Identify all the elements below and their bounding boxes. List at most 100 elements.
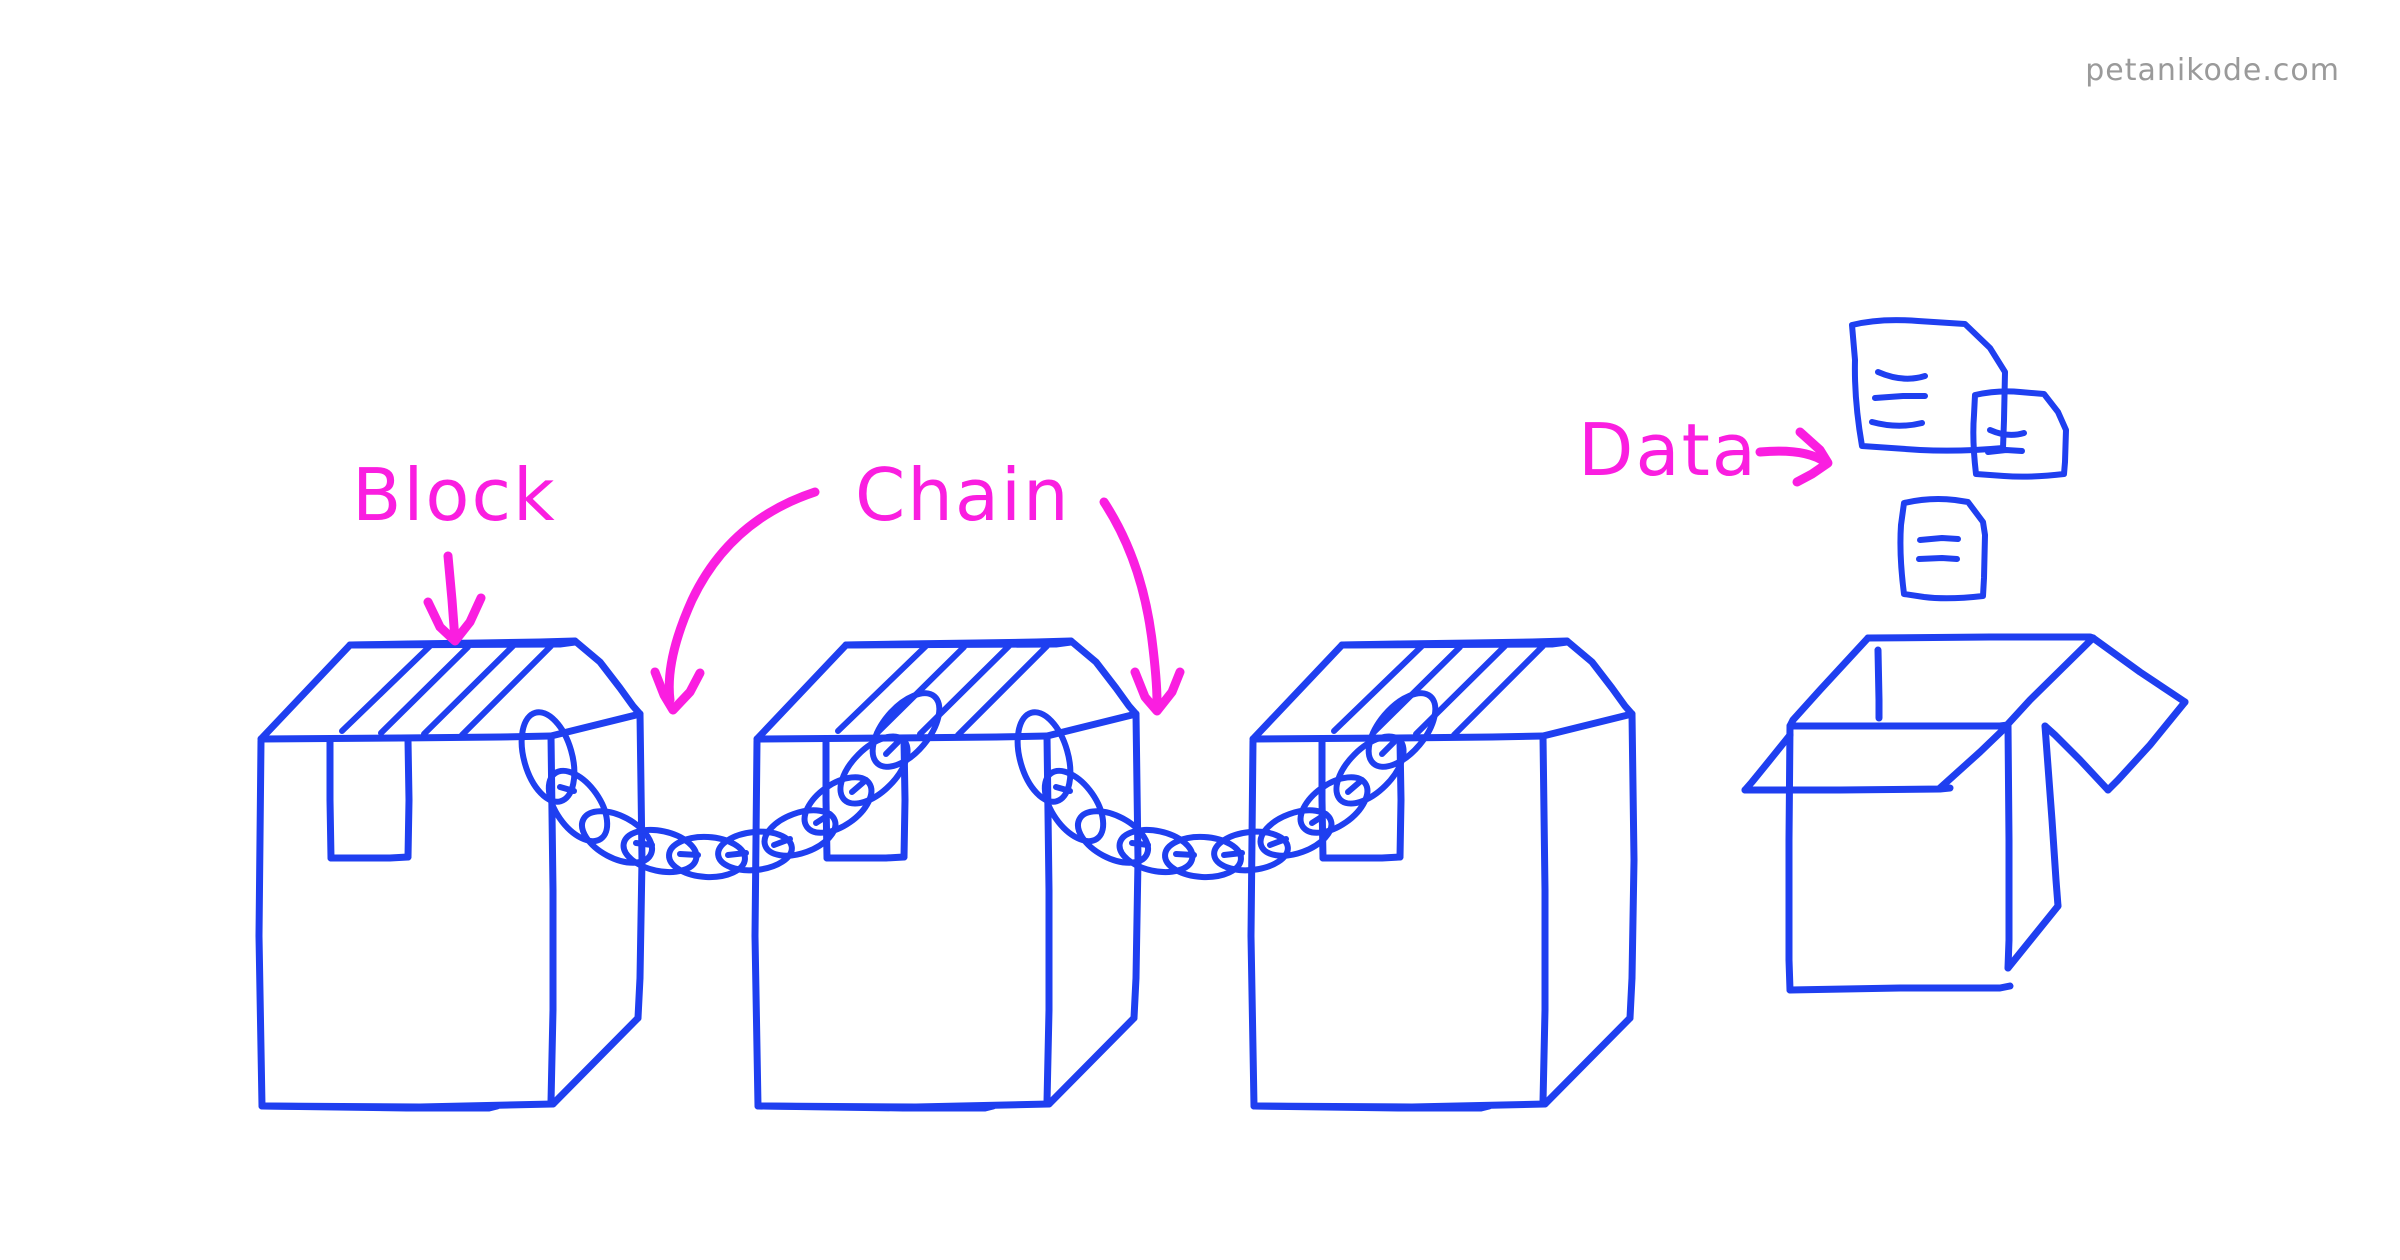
document2-line-2 bbox=[1985, 447, 2025, 455]
block-box-2 bbox=[751, 637, 1142, 1112]
chain1-joint-4 bbox=[725, 850, 749, 858]
box3-tape-strip-1a bbox=[1331, 643, 1425, 734]
openbox-side-right-edge bbox=[2041, 722, 2062, 910]
chain2-joint-7 bbox=[1345, 777, 1365, 795]
open-box bbox=[1741, 633, 2189, 994]
chain2-link-8 bbox=[1297, 774, 1371, 836]
chain1-link-7 bbox=[761, 807, 839, 859]
box2-tape-strip-1a bbox=[835, 643, 929, 734]
document1-line-2 bbox=[1872, 393, 1928, 401]
data-arrow-head bbox=[1792, 427, 1833, 487]
openbox-rflap-inner bbox=[2041, 722, 2112, 794]
box2-front-top bbox=[753, 732, 1051, 743]
openbox-rim-right-inner bbox=[2004, 634, 2097, 728]
chain-arrow-right-shaft bbox=[1099, 497, 1162, 707]
document3-line-2 bbox=[1916, 555, 1960, 562]
document2-line-1 bbox=[1987, 427, 2027, 438]
chain-arrow-left-shaft bbox=[664, 487, 820, 705]
box3-lid-right-edge bbox=[1563, 637, 1636, 718]
block-box-3 bbox=[1247, 637, 1638, 1112]
box1-front-bottom bbox=[258, 1100, 557, 1111]
openbox-front-bottom-edge bbox=[1786, 982, 2014, 994]
chain1-joint-5 bbox=[771, 836, 793, 848]
box1-front-top bbox=[257, 732, 555, 743]
openbox-inner-wall-tick bbox=[1874, 646, 1883, 722]
box3-side-bottom-edge bbox=[1541, 1014, 1634, 1108]
box2-lid-back-edge bbox=[842, 638, 1075, 649]
chain2-joint-1 bbox=[1053, 784, 1073, 794]
chain1-joint-8 bbox=[883, 739, 901, 757]
chain2-link-4 bbox=[1116, 826, 1196, 876]
data-arrow-shaft bbox=[1755, 446, 1830, 467]
document3-outline bbox=[1897, 496, 1988, 602]
block-arrow-shaft bbox=[443, 551, 460, 645]
openbox-rflap-top bbox=[2089, 634, 2189, 706]
box1-front-left-bottom bbox=[255, 737, 501, 1112]
box3-side-right-edge bbox=[1626, 710, 1638, 1022]
document1-outline bbox=[1849, 317, 2008, 454]
box1-tape-strip-1a bbox=[339, 643, 433, 734]
box3-front-bottom bbox=[1250, 1100, 1549, 1111]
box1-lid-right-edge bbox=[571, 637, 644, 718]
chain2-joint-5 bbox=[1267, 836, 1289, 848]
openbox-lflap-edge bbox=[1741, 784, 1954, 794]
box3-tape-strip-2a bbox=[1413, 643, 1508, 737]
box1-tape-strip-2a bbox=[421, 643, 516, 737]
document-icon-2 bbox=[1970, 388, 2069, 480]
box2-tape-strip-2b bbox=[955, 643, 1050, 738]
box2-tape-strip-1b bbox=[874, 644, 967, 736]
chain1-joint-2 bbox=[633, 840, 655, 848]
document-icon-3 bbox=[1897, 496, 1988, 602]
block-annotation: Block bbox=[352, 453, 557, 646]
box3-front-right bbox=[1539, 732, 1549, 1106]
chain2-joint-8 bbox=[1379, 739, 1397, 757]
document3-line-1 bbox=[1917, 535, 1961, 543]
openbox-inner-crease bbox=[1936, 724, 2009, 792]
box1-side-right-edge bbox=[634, 710, 646, 1022]
chain1-link-5 bbox=[666, 833, 748, 881]
box2-tape-strip-2a bbox=[917, 643, 1012, 737]
chain-label-text: Chain bbox=[855, 453, 1071, 537]
chain2-link-7 bbox=[1257, 807, 1335, 859]
chain2-link-10 bbox=[1365, 690, 1439, 770]
openbox-front-left-edge bbox=[1785, 722, 1794, 994]
openbox-lflap-curve bbox=[1741, 731, 1794, 794]
chain1-joint-3 bbox=[677, 851, 701, 858]
openbox-rim-back bbox=[1864, 633, 2097, 642]
box3-lid-front-right bbox=[1539, 710, 1636, 740]
box2-label-right bbox=[900, 736, 909, 861]
openbox-rim-left bbox=[1786, 634, 1872, 730]
chain1-link-3 bbox=[579, 808, 655, 866]
chain2-link-1 bbox=[1014, 709, 1074, 805]
chain2-joint-2 bbox=[1129, 840, 1151, 848]
openbox-side-bottom-edge bbox=[2004, 902, 2062, 972]
chain1-link-4 bbox=[620, 826, 700, 876]
openbox-rflap-outer bbox=[2104, 698, 2189, 794]
box3-tape-strip-2b bbox=[1451, 643, 1546, 738]
block-label-text: Block bbox=[352, 453, 557, 537]
box2-label-left bbox=[822, 738, 831, 862]
box1-lid-back-edge bbox=[346, 638, 579, 649]
box3-tape-strip-1b bbox=[1370, 644, 1463, 736]
box3-label-right bbox=[1396, 736, 1405, 861]
chain2-joint-3 bbox=[1173, 851, 1197, 858]
box1-side-bottom-edge bbox=[549, 1014, 642, 1108]
chain-arrow-left-head bbox=[650, 667, 705, 715]
box2-lid-right-edge bbox=[1067, 637, 1140, 718]
watermark-label: petanikode.com bbox=[2085, 53, 2340, 88]
openbox-front-right-edge bbox=[2004, 721, 2013, 972]
chain1-link-2 bbox=[545, 767, 611, 845]
chain1-link-10 bbox=[869, 690, 943, 770]
box2-front-right bbox=[1043, 732, 1053, 1106]
box3-label-left bbox=[1318, 738, 1327, 862]
chain1-link-8 bbox=[801, 774, 875, 836]
box2-side-bottom-edge bbox=[1045, 1014, 1138, 1108]
data-annotation: Data bbox=[1578, 408, 1833, 492]
box1-label-left bbox=[326, 738, 335, 862]
chain1-joint-7 bbox=[849, 777, 869, 795]
chain2-link-5 bbox=[1162, 833, 1244, 881]
block-arrow-head bbox=[423, 593, 486, 646]
chain-annotation: Chain bbox=[650, 453, 1185, 716]
